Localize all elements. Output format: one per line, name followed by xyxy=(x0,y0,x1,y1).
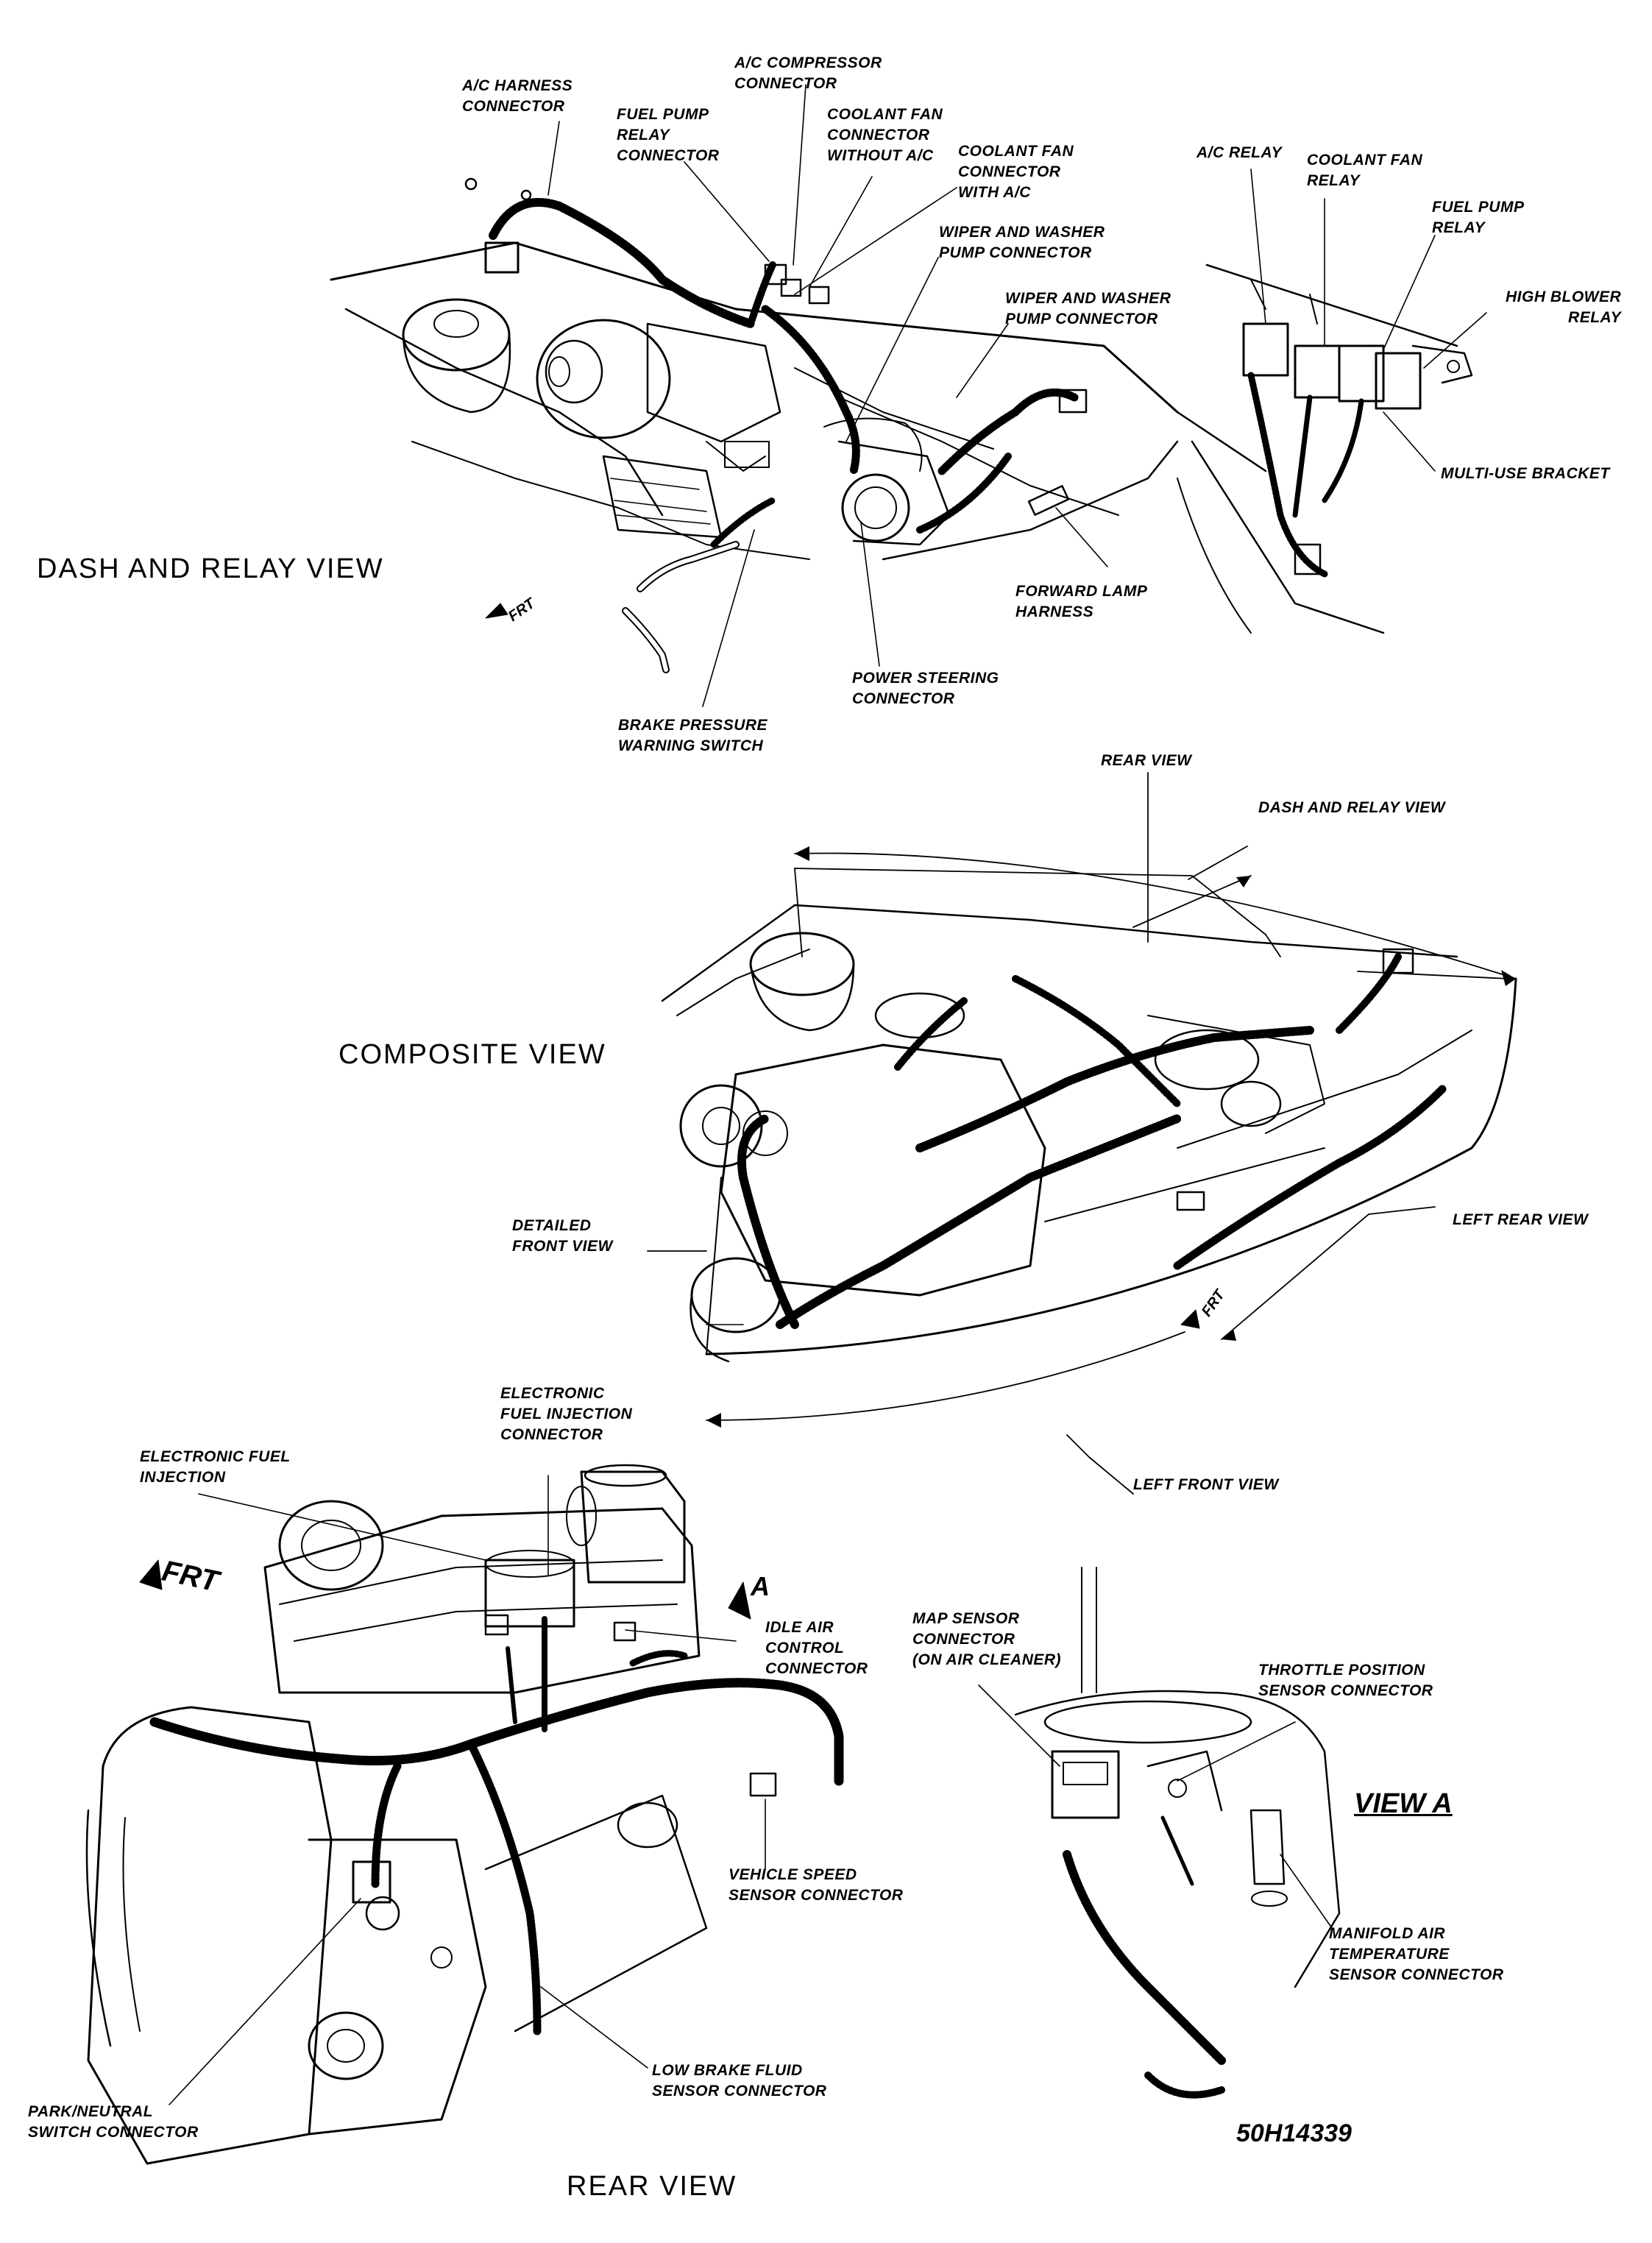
label-ac-relay: A/C RELAY xyxy=(1197,144,1283,161)
label-brake-pressure-switch: BRAKE PRESSURE WARNING SWITCH xyxy=(618,717,768,754)
view-a-arrow-icon xyxy=(728,1581,751,1620)
rear-view-leaders xyxy=(169,1324,766,2105)
composite-view-title: COMPOSITE VIEW xyxy=(338,1039,606,1070)
label-efi-connector: ELECTRONIC FUEL INJECTION CONNECTOR xyxy=(500,1385,633,1443)
label-fuel-pump-relay-connector: FUEL PUMP RELAY CONNECTOR xyxy=(617,106,720,164)
label-rear-view-ref: REAR VIEW xyxy=(1101,752,1192,769)
label-electronic-fuel-injection: ELECTRONIC FUEL INJECTION xyxy=(140,1448,291,1486)
label-vehicle-speed-sensor: VEHICLE SPEED SENSOR CONNECTOR xyxy=(728,1866,904,1904)
label-coolant-fan-relay: COOLANT FAN RELAY xyxy=(1307,152,1423,189)
composite-arrowheads xyxy=(706,846,1516,1428)
label-manifold-air-temp-sensor: MANIFOLD AIR TEMPERATURE SENSOR CONNECTO… xyxy=(1329,1925,1504,1983)
view-a-marker: A xyxy=(751,1571,770,1601)
frt-arrow-icon xyxy=(139,1559,163,1590)
label-coolant-fan-with-ac: COOLANT FAN CONNECTOR WITH A/C xyxy=(958,143,1074,201)
label-low-brake-fluid-sensor: LOW BRAKE FLUID SENSOR CONNECTOR xyxy=(652,2062,827,2100)
label-forward-lamp-harness: FORWARD LAMP HARNESS xyxy=(1015,583,1148,620)
label-ac-compressor-connector: A/C COMPRESSOR CONNECTOR xyxy=(734,54,882,92)
view-a-drawing xyxy=(1014,1567,1341,2099)
label-power-steering-connector: POWER STEERING CONNECTOR xyxy=(852,670,999,707)
composite-view-drawing xyxy=(661,904,1517,1363)
rear-view-drawing xyxy=(85,1464,844,2165)
frt-arrow-composite-icon xyxy=(1180,1309,1200,1329)
label-wiper-washer-pump-2: WIPER AND WASHER PUMP CONNECTOR xyxy=(1005,290,1171,327)
dash-relay-view-drawing xyxy=(330,177,1473,673)
label-wiper-washer-pump-1: WIPER AND WASHER PUMP CONNECTOR xyxy=(939,224,1105,261)
label-left-rear-view: LEFT REAR VIEW xyxy=(1453,1211,1589,1228)
view-a-title: VIEW A xyxy=(1354,1788,1453,1819)
label-left-front-view: LEFT FRONT VIEW xyxy=(1133,1476,1279,1493)
view-a-leaders xyxy=(978,1684,1333,1929)
rear-view-title: REAR VIEW xyxy=(567,2171,737,2202)
label-detailed-front-view: DETAILED FRONT VIEW xyxy=(512,1217,613,1255)
label-throttle-position-sensor: THROTTLE POSITION SENSOR CONNECTOR xyxy=(1258,1662,1433,1699)
label-dash-relay-ref: DASH AND RELAY VIEW xyxy=(1258,799,1446,816)
label-idle-air-control-connector: IDLE AIR CONTROL CONNECTOR xyxy=(765,1619,868,1677)
label-map-sensor-connector: MAP SENSOR CONNECTOR (ON AIR CLEANER) xyxy=(912,1610,1062,1668)
composite-leaders xyxy=(647,772,1517,1495)
label-high-blower-relay: HIGH BLOWER RELAY xyxy=(1506,288,1622,326)
dash-relay-leaders xyxy=(547,84,1487,707)
label-ac-harness-connector: A/C HARNESS CONNECTOR xyxy=(462,77,573,115)
label-coolant-fan-without-ac: COOLANT FAN CONNECTOR WITHOUT A/C xyxy=(827,106,943,164)
label-park-neutral-switch: PARK/NEUTRAL SWITCH CONNECTOR xyxy=(28,2103,199,2141)
label-multi-use-bracket: MULTI-USE BRACKET xyxy=(1441,465,1610,482)
figure-id: 50H14339 xyxy=(1236,2119,1352,2147)
label-fuel-pump-relay: FUEL PUMP RELAY xyxy=(1432,199,1525,236)
dash-relay-view-title: DASH AND RELAY VIEW xyxy=(37,553,384,584)
